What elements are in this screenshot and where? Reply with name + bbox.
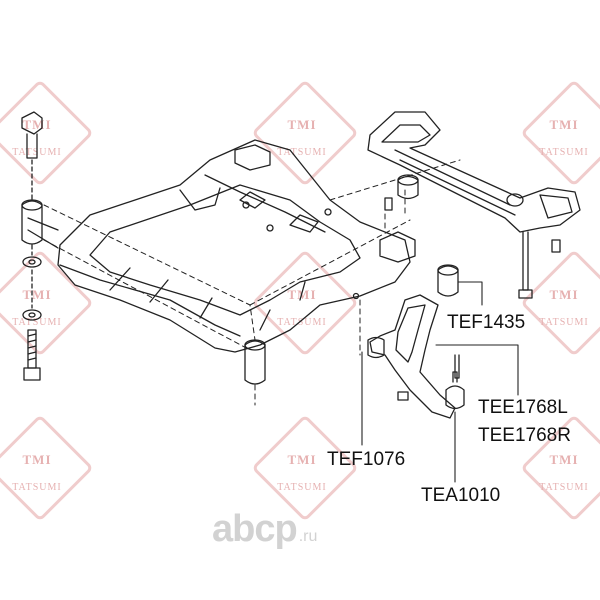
mount-bushing — [397, 175, 419, 200]
left-bolt-stack — [21, 111, 43, 381]
watermark-brand: TMI — [549, 117, 579, 132]
watermark-mid-left: TMI TATSUMI — [0, 249, 94, 357]
ball-joint-stud — [452, 371, 458, 383]
crossmember-small-bolt — [551, 239, 561, 253]
crossmember-rail — [394, 149, 516, 216]
subframe-hole-3 — [266, 224, 274, 232]
watermark-brand: TMI — [22, 117, 52, 132]
arm-inner — [395, 304, 426, 363]
subframe-hole-2 — [324, 208, 332, 216]
washer-1 — [22, 256, 42, 268]
leader-tef1435 — [457, 281, 483, 306]
subframe-hole-4 — [352, 292, 360, 300]
washer-2 — [22, 309, 42, 321]
crossmember-bushing — [506, 193, 524, 207]
label-tef1435: TEF1435 — [447, 312, 526, 333]
subframe-ribs — [109, 267, 306, 331]
watermark-sub: TATSUMI — [539, 482, 589, 493]
crossmember-bolt-head — [518, 289, 533, 299]
watermark-brand: TMI — [549, 452, 579, 467]
watermark-mid-right: TMI TATSUMI — [520, 249, 600, 357]
watermark-top-center: TMI TATSUMI — [251, 79, 359, 187]
watermark-sub: TATSUMI — [539, 317, 589, 328]
crossmember-bolt — [522, 231, 529, 291]
control-arm — [367, 294, 465, 419]
mount-bushing-cap — [397, 174, 419, 186]
abcp-logo-main: abcp — [212, 508, 298, 550]
subframe-cross — [179, 187, 221, 211]
crossmember-right-end — [539, 194, 573, 219]
crossmember-inner — [381, 124, 431, 143]
watermark-sub: TATSUMI — [539, 147, 589, 158]
subframe-inner — [89, 184, 361, 316]
long-bolt-thread-lines — [27, 333, 37, 361]
washer-2-hole — [28, 312, 36, 318]
subframe-rail-rear — [204, 174, 326, 233]
washer-1-hole — [28, 259, 36, 265]
abcp-logo: abcp .ru — [212, 508, 317, 551]
subframe-detail-1 — [239, 191, 266, 209]
subframe-rear-mount — [234, 144, 271, 171]
subframe-detail-2 — [289, 214, 319, 233]
arm-body — [369, 294, 456, 419]
watermark-top-right: TMI TATSUMI — [520, 79, 600, 187]
label-tea1010: TEA1010 — [421, 485, 501, 506]
bushing-tef1435-cap — [437, 264, 459, 276]
subframe-rail-front — [59, 264, 241, 337]
subframe-outer — [57, 139, 411, 353]
subframe — [27, 139, 416, 385]
small-bolt — [384, 197, 393, 211]
subframe-right-mount — [379, 231, 416, 263]
watermark-sub: TATSUMI — [12, 482, 62, 493]
leader-lines — [361, 281, 519, 483]
ball-joint — [445, 385, 465, 410]
watermark-brand: TMI — [287, 117, 317, 132]
watermark-brand: TMI — [22, 287, 52, 302]
watermark-brand: TMI — [22, 452, 52, 467]
watermark-bottom-center: TMI TATSUMI — [251, 414, 359, 522]
label-tef1076: TEF1076 — [327, 449, 406, 470]
long-bolt-head — [23, 367, 41, 381]
watermark-sub: TATSUMI — [12, 317, 62, 328]
label-tee1768l: TEE1768L — [478, 397, 568, 418]
watermark-bottom-right: TMI TATSUMI — [520, 414, 600, 522]
subframe-hole-1 — [242, 201, 250, 209]
small-parts — [384, 174, 459, 297]
watermark-brand: TMI — [549, 287, 579, 302]
crossmember-body — [367, 111, 581, 233]
watermark-brand: TMI — [287, 452, 317, 467]
bushing-top-cap — [21, 199, 43, 211]
subframe-front-bushing — [244, 340, 266, 385]
watermark-sub: TATSUMI — [277, 317, 327, 328]
leader-tee1768 — [435, 344, 519, 396]
watermark-sub: TATSUMI — [277, 482, 327, 493]
arm-bushing — [367, 336, 385, 359]
bushing-tef1435 — [437, 265, 459, 297]
crossmember-right — [367, 111, 581, 299]
bushing-top — [21, 200, 43, 245]
abcp-logo-suffix: .ru — [298, 528, 318, 545]
bolt-shank — [26, 133, 38, 159]
arm-bolt — [397, 391, 409, 401]
label-tee1768r: TEE1768R — [478, 425, 571, 446]
construction-lines — [43, 159, 461, 406]
bolt-head — [21, 111, 43, 135]
watermark-bottom-left: TMI TATSUMI — [0, 414, 94, 522]
watermark-sub: TATSUMI — [277, 147, 327, 158]
